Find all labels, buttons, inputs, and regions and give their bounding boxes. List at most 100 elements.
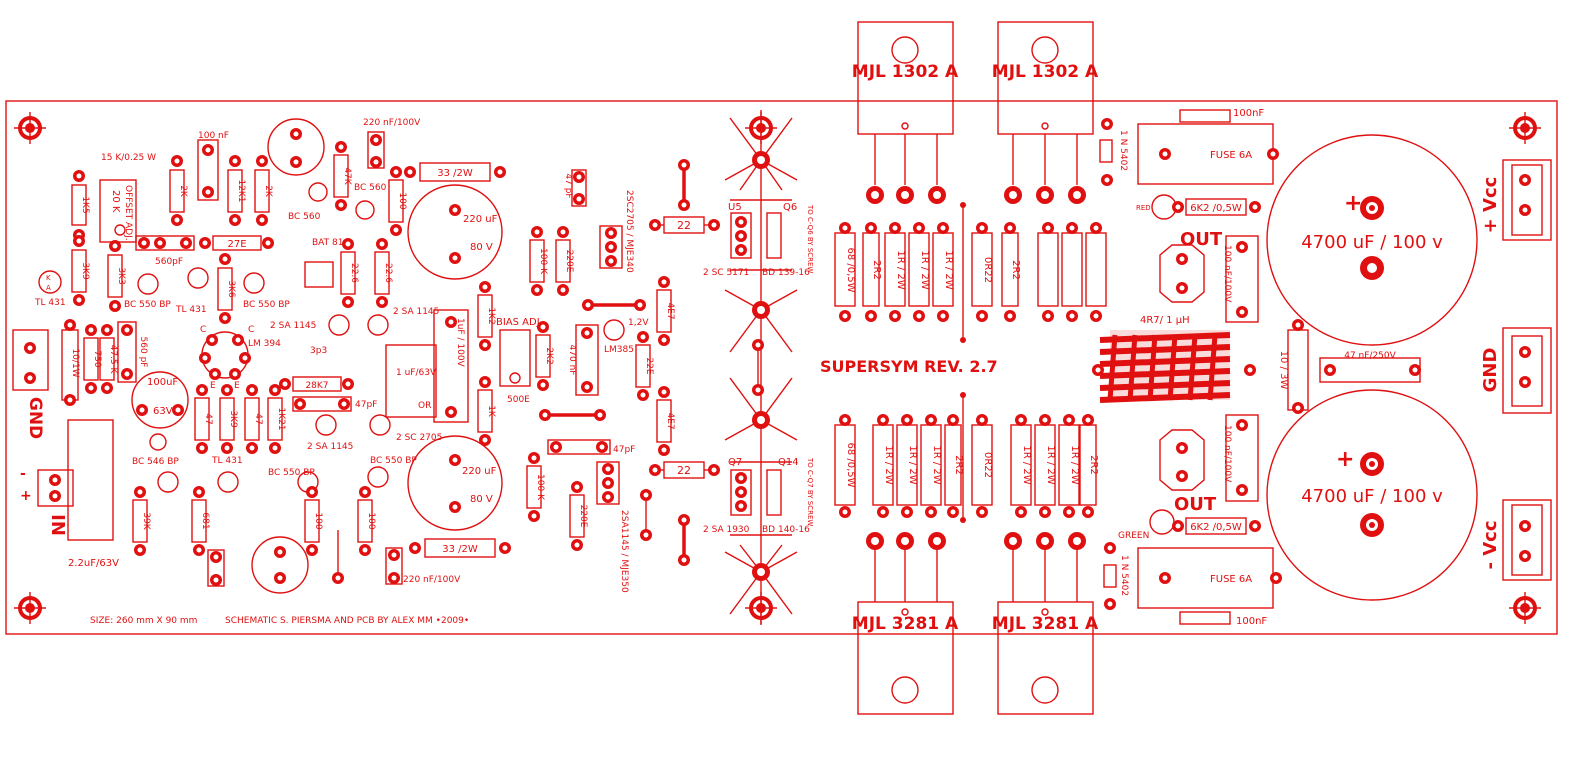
lm394-package <box>199 331 251 380</box>
capacitor-220nf-bottom <box>385 547 403 585</box>
capacitor-label: 63V <box>153 406 173 417</box>
resistor-bank-top <box>834 222 1107 322</box>
transistor-label: BC 550 BP <box>370 456 417 466</box>
board-credits: SCHEMATIC S. PIERSMA AND PCB BY ALEX MM … <box>225 616 469 626</box>
ic-label: 1,2V <box>628 318 649 328</box>
resistor-label: 39K <box>141 512 151 530</box>
resistor-label: 27E <box>227 239 246 250</box>
capacitor-label: 560 pF <box>138 337 148 368</box>
transistor-ref: U5 <box>728 202 742 213</box>
capacitor-100nf-top <box>1225 235 1259 323</box>
resistor-100k-220e-bottom <box>526 452 585 551</box>
capacitor-label: 47pF <box>613 445 635 455</box>
resistor-label: 2K <box>178 185 188 198</box>
resistor-row-mid-left <box>61 319 137 406</box>
tl431-body <box>187 267 209 289</box>
resistor-label: 22.6 <box>349 263 359 283</box>
power-transistor-bottom-right <box>997 532 1094 715</box>
transistor-label: BC 550 BP <box>243 300 290 310</box>
ic-label: TL 431 <box>211 456 243 466</box>
capacitor-label: 100 nF/100V <box>1222 245 1232 303</box>
resistor-label: 10/1W <box>70 348 80 377</box>
transistor-label: 2 SC 2705 <box>396 433 442 443</box>
connector-label: OUT <box>1180 229 1223 250</box>
transistor-body <box>157 471 179 493</box>
resistor-label: 1R / 2W <box>895 250 906 289</box>
connector-gnd-right <box>1502 327 1552 414</box>
transistor-label: 2 SA 1145 <box>393 307 439 317</box>
diode-label: 1 N 5402 <box>1118 130 1128 171</box>
capacitor-label: 560pF <box>155 257 183 267</box>
transistor-ref: Q7 <box>728 457 742 468</box>
transistor-body <box>308 182 328 202</box>
capacitor-47nf <box>1319 357 1421 383</box>
resistor-100k-220e-top <box>529 226 571 296</box>
capacitor-label: 100nF <box>1236 616 1267 627</box>
note-label: TO C-Q6 BY SCREW <box>806 204 814 273</box>
resistor-47k <box>333 141 349 211</box>
resistor-label: 33 /2W <box>437 168 473 179</box>
resistor-label: 47 <box>253 413 263 424</box>
fuse-bottom <box>1137 547 1282 625</box>
inductor-label: 4R7/ 1 µH <box>1140 315 1190 326</box>
note-label: TO C-Q7 BY SCREW <box>806 457 814 526</box>
capacitor-label: 100uF <box>147 377 178 388</box>
resistor-label: 3K6 <box>226 280 236 298</box>
resistor-row-lower-left <box>132 384 283 556</box>
resistor-label: 3K9 <box>228 410 238 428</box>
board-title: SUPERSYM REV. 2.7 <box>820 357 998 376</box>
capacitor-4700-top <box>1266 134 1478 346</box>
resistor-4e7-22e <box>635 276 672 456</box>
capacitor-1uf-100v <box>433 309 469 423</box>
resistor-label: 1K <box>486 405 496 418</box>
resistor-label: 100 <box>397 192 407 209</box>
capacitor-label: 2.2uF/63V <box>68 558 119 569</box>
resistor-label: 2R2 <box>1010 260 1021 280</box>
resistor-6k2-bottom <box>1172 517 1261 535</box>
capacitor-label: 220 uF <box>462 466 497 477</box>
resistor-22-top <box>649 216 720 234</box>
resistor-label: 3K9 <box>80 262 90 280</box>
resistor-array-left <box>71 155 270 324</box>
capacitor-electrolytic-small-bottom <box>251 536 309 594</box>
resistor-label: 22 <box>677 464 691 477</box>
transistor-body <box>149 433 167 451</box>
connector-vcc-neg <box>1502 499 1552 581</box>
resistor-label: 2R2 <box>953 455 964 475</box>
resistor-label: 0R22 <box>982 452 993 478</box>
capacitor-label: 4700 uF / 100 v <box>1301 486 1443 507</box>
resistor-label: 100 <box>313 512 323 529</box>
resistor-label: 1K2 <box>486 307 496 324</box>
capacitor-1uf-63v <box>385 344 437 418</box>
resistor-label: 22E <box>644 357 654 374</box>
resistor-label: 68 /0,5W <box>845 442 856 487</box>
tl431-body <box>38 270 62 294</box>
diode-bat81 <box>304 261 334 288</box>
resistor-22-6 <box>340 238 390 308</box>
pin-label: OR <box>418 401 431 411</box>
capacitor-560pf <box>135 235 195 251</box>
resistor-label: 68 /0,5W <box>845 247 856 292</box>
capacitor-220uf-bottom <box>407 435 503 531</box>
connector-label: OUT <box>1174 494 1217 515</box>
board-size: SIZE: 260 mm X 90 mm <box>90 616 197 626</box>
board-outline <box>5 100 1558 635</box>
transistor-label: BC 560 <box>354 183 387 193</box>
transistor-label: MJL 1302 A <box>852 62 959 82</box>
resistor-33-bottom <box>409 538 511 558</box>
resistor-label: 2R2 <box>1088 455 1099 475</box>
resistor-label: 3K3 <box>116 267 126 284</box>
mounting-hole <box>13 111 47 145</box>
connector-label: GND <box>1480 348 1501 393</box>
power-transistor-bottom-left <box>857 532 954 715</box>
resistor-label: 681 <box>200 512 210 529</box>
resistor-label: 22.6 <box>383 263 393 283</box>
resistor-label: 1R / 2W <box>1069 445 1080 484</box>
polarity-label: - <box>20 466 26 482</box>
pin-label: A <box>46 284 51 292</box>
ic-label: TL 431 <box>175 305 207 315</box>
capacitor-label: 47 pF <box>563 173 573 198</box>
transistor-body <box>367 466 389 488</box>
tl431-body <box>217 471 239 493</box>
resistor-label: 22 <box>677 219 691 232</box>
